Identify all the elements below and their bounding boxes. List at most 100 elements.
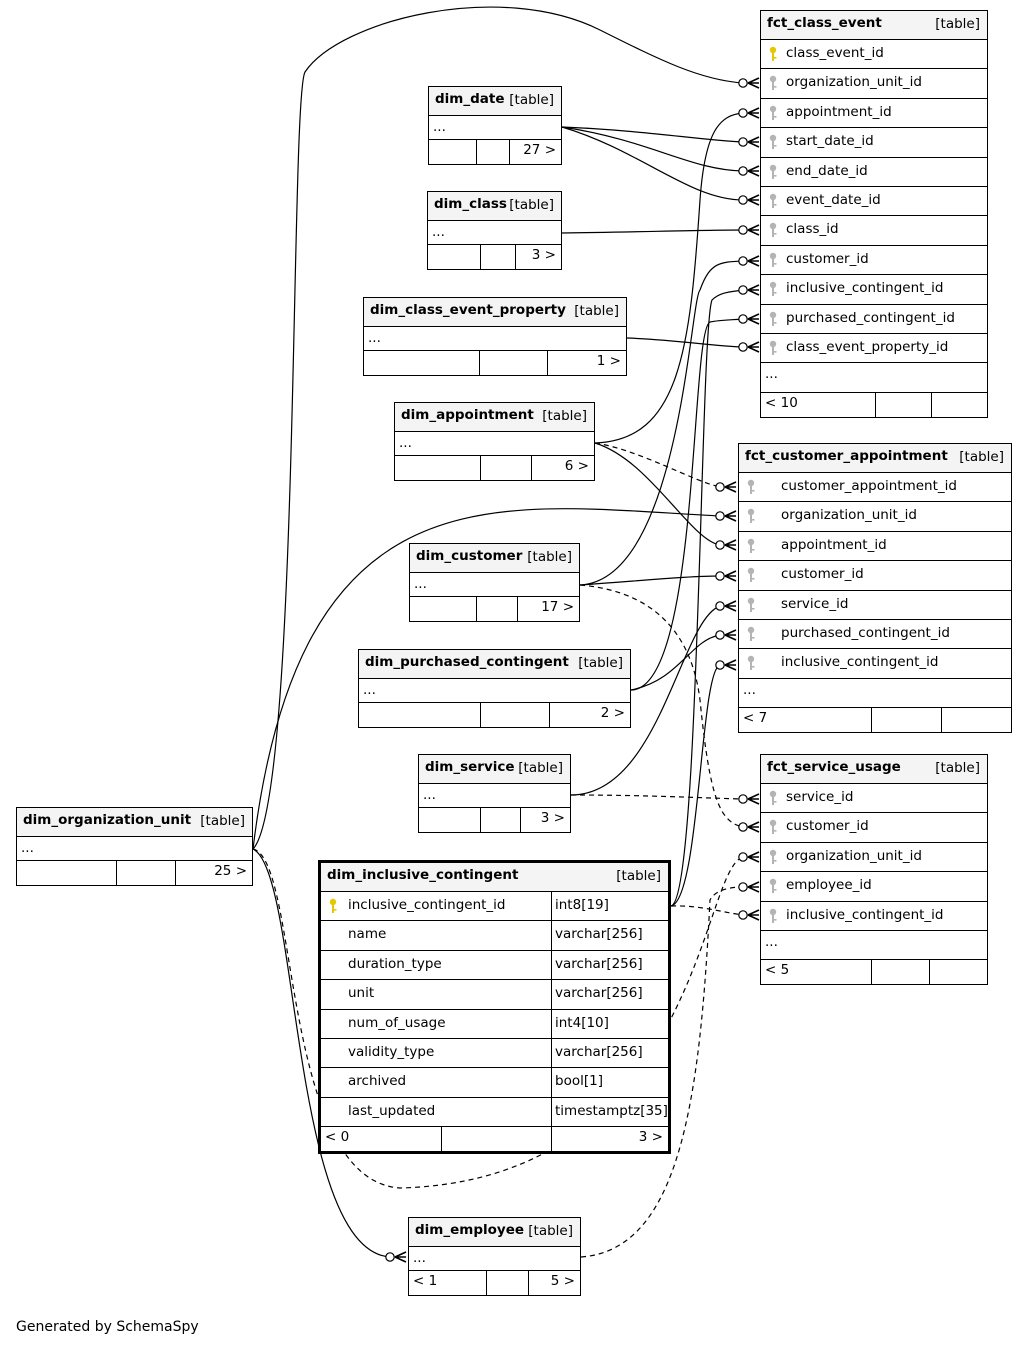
column-row[interactable]: service_id [761, 784, 987, 814]
column-row[interactable]: appointment_id [761, 99, 987, 129]
table-footer: < 1 5 > [409, 1271, 580, 1295]
column-row[interactable]: service_id [739, 591, 1011, 620]
column-row[interactable]: end_date_id [761, 158, 987, 187]
table-fct-customer-appointment[interactable]: fct_customer_appointment [table] custome… [738, 443, 1012, 734]
column-name: customer_id [786, 250, 869, 267]
column-row[interactable]: start_date_id [761, 128, 987, 158]
parents-count[interactable]: < 10 [765, 394, 798, 411]
foreign-key-icon [747, 509, 755, 524]
table-dim-class-event-property[interactable]: dim_class_event_property [table] ... 1 > [363, 297, 627, 376]
children-count[interactable]: 3 > [540, 810, 565, 826]
column-row[interactable]: inclusive_contingent_id [761, 902, 987, 931]
children-count[interactable]: 17 > [541, 599, 574, 615]
table-dim-purchased-contingent[interactable]: dim_purchased_contingent [table] ... 2 > [358, 649, 631, 728]
column-row[interactable]: inclusive_contingent_id [739, 649, 1011, 679]
relationship-line [670, 664, 721, 907]
column-row[interactable]: organization_unit_id [761, 69, 987, 99]
table-name: fct_service_usage [767, 759, 901, 775]
column-row[interactable]: organization_unit_id [761, 843, 987, 873]
column-type: timestamptz[35] [551, 1097, 671, 1127]
children-count[interactable]: 6 > [564, 458, 589, 474]
column-name: event_date_id [786, 191, 881, 208]
children-count[interactable]: 27 > [523, 142, 556, 158]
column-name: unit [348, 985, 375, 1002]
table-type: [table] [959, 449, 1004, 465]
table-header: dim_inclusive_contingent [table] [321, 863, 668, 892]
foreign-key-icon [769, 281, 777, 297]
column-row[interactable]: inclusive_contingent_id [761, 275, 987, 305]
column-row[interactable]: purchased_contingent_id [739, 620, 1011, 650]
table-dim-class[interactable]: dim_class [table] ... 3 > [427, 191, 562, 270]
children-count[interactable]: 2 > [600, 705, 625, 721]
parents-count[interactable]: < 0 [325, 1129, 350, 1146]
table-type: [table] [542, 408, 587, 424]
column-name: organization_unit_id [786, 847, 922, 864]
table-dim-inclusive-contingent[interactable]: dim_inclusive_contingent [table] inclusi… [318, 860, 671, 1155]
parents-count[interactable]: < 7 [743, 710, 768, 727]
table-dim-appointment[interactable]: dim_appointment [table] ... 6 > [394, 402, 595, 481]
crows-foot-icon [738, 165, 760, 177]
table-dim-employee[interactable]: dim_employee [table] ... < 1 5 > [408, 1217, 581, 1296]
children-count[interactable]: 25 > [214, 863, 247, 879]
parents-count[interactable]: < 5 [765, 962, 790, 979]
foreign-key-icon [769, 790, 777, 805]
table-header: dim_service [table] [419, 755, 570, 784]
relationship-line [630, 318, 744, 691]
column-row[interactable]: event_date_id [761, 187, 987, 217]
table-name: dim_class_event_property [370, 302, 566, 318]
column-row[interactable]: purchased_contingent_id [761, 305, 987, 334]
table-dim-organization-unit[interactable]: dim_organization_unit [table] ... 25 > [16, 807, 253, 886]
more-columns: ... [761, 363, 987, 393]
column-row[interactable]: class_event_id [761, 40, 987, 70]
table-dim-date[interactable]: dim_date [table] ... 27 > [428, 86, 562, 165]
column-row[interactable]: appointment_id [739, 532, 1011, 562]
table-name: fct_class_event [767, 15, 882, 31]
column-type: int8[19] [551, 892, 671, 921]
relationship-line [630, 634, 721, 691]
relationship-line [580, 886, 744, 1258]
table-header: dim_class [table] [428, 192, 561, 221]
table-name: dim_class [434, 196, 507, 212]
column-row[interactable]: class_event_property_id [761, 334, 987, 364]
parents-count[interactable]: < 1 [413, 1273, 438, 1289]
relationship-line [594, 112, 744, 444]
foreign-key-icon [769, 311, 777, 326]
column-row[interactable]: customer_appointment_id [739, 473, 1011, 503]
table-dim-service[interactable]: dim_service [table] ... 3 > [418, 754, 571, 833]
column-row[interactable]: customer_id [761, 813, 987, 843]
children-count[interactable]: 3 > [531, 247, 556, 263]
column-row[interactable]: class_id [761, 216, 987, 246]
column-row[interactable]: customer_id [739, 561, 1011, 591]
primary-key-icon [329, 898, 337, 913]
children-count[interactable]: 3 > [638, 1129, 663, 1146]
table-dim-customer[interactable]: dim_customer [table] ... 17 > [409, 543, 580, 622]
column-row[interactable]: organization_unit_id [739, 502, 1011, 532]
crows-foot-icon [738, 821, 760, 833]
table-header: dim_purchased_contingent [table] [359, 650, 630, 679]
column-row[interactable]: customer_id [761, 246, 987, 276]
crows-foot-icon [738, 793, 760, 805]
table-header: dim_organization_unit [table] [17, 808, 252, 837]
children-count[interactable]: 1 > [596, 353, 621, 369]
table-footer: < 10 [761, 392, 987, 417]
crows-foot-icon [738, 77, 760, 89]
more-columns: ... [409, 1247, 580, 1271]
crows-foot-icon [715, 481, 737, 493]
column-row[interactable]: employee_id [761, 872, 987, 902]
relationship-line [561, 229, 744, 234]
foreign-key-icon [747, 597, 755, 612]
column-name: customer_appointment_id [781, 478, 957, 494]
column-name: inclusive_contingent_id [781, 654, 939, 671]
table-name: dim_customer [416, 548, 523, 564]
children-count[interactable]: 5 > [550, 1273, 575, 1289]
